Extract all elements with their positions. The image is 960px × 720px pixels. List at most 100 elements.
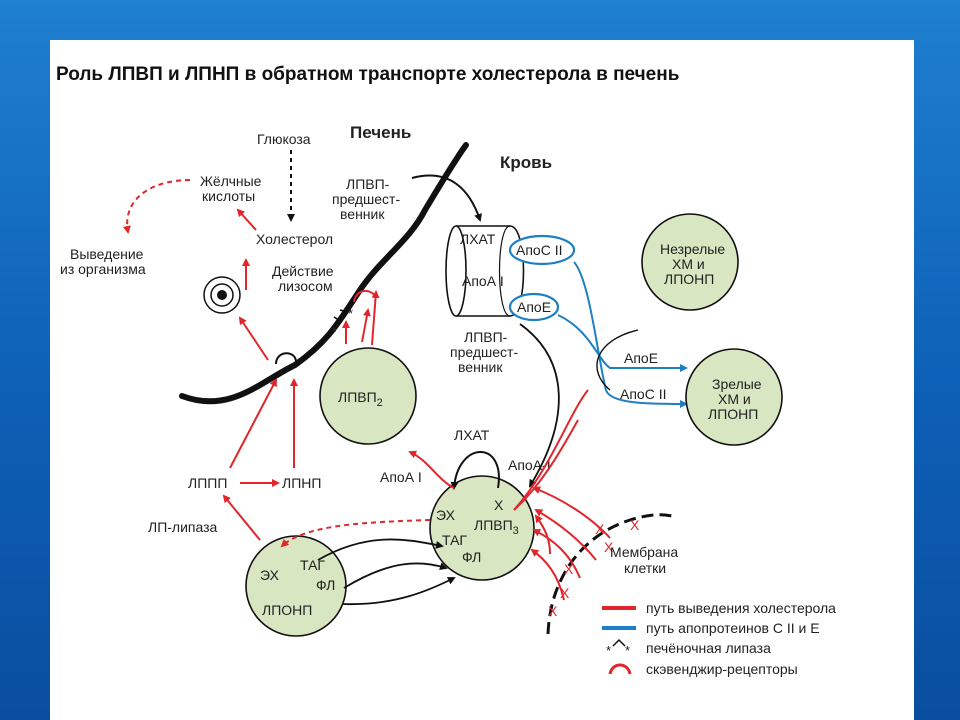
- vldl-ex-label: ЭХ: [260, 567, 280, 583]
- idl-label: ЛППП: [188, 475, 227, 491]
- hdl3-to-hdl2-arrow: [408, 450, 455, 489]
- hdl-precursor-bot-1: ЛПВП-: [464, 329, 508, 345]
- immature-label-3: ЛПОНП: [664, 271, 714, 287]
- legend-lipase-icon: * *: [606, 638, 630, 658]
- cell-membrane: [546, 513, 673, 635]
- hdl3-x-label: Х: [494, 497, 504, 513]
- hdl2-label: ЛПВП2: [338, 389, 383, 409]
- hdl2-uptake-arrow-3: [371, 290, 380, 346]
- hdl3-to-blood-arrow: [513, 419, 579, 511]
- lysosome-label-1: Действие: [272, 263, 334, 279]
- liver-label: Печень: [350, 123, 411, 142]
- hdl-precursor-bot-3: венник: [458, 359, 503, 375]
- membrane-label-1: Мембрана: [610, 544, 678, 560]
- hdl-precursor-bot-2: предшест-: [450, 344, 518, 360]
- efflux-arrow-3: [532, 529, 581, 579]
- x-mark-4: X: [564, 561, 574, 577]
- lysosome-label-2: лизосом: [278, 278, 333, 294]
- excretion-arrow: [122, 179, 191, 234]
- hdl-secretion-arrow: [411, 174, 482, 222]
- maturation-line: [596, 329, 639, 391]
- mature-cm-vldl-particle: [685, 348, 783, 446]
- membrane-label-2: клетки: [624, 560, 666, 576]
- lcat-disc-label: ЛХАТ: [460, 231, 496, 247]
- apoE-oval: [508, 292, 560, 322]
- apoC2-transfer-arrow: [573, 261, 688, 408]
- legend-item-3: печёночная липаза: [646, 640, 771, 656]
- hdl3-ex-label: ЭХ: [436, 507, 456, 523]
- legend-item-1: путь выведения холестерола: [646, 600, 836, 616]
- apoA1-disc-label: АпоА I: [462, 273, 504, 289]
- x-mark-1: X: [595, 521, 605, 537]
- legend-item-4: скэвенджир-рецепторы: [646, 661, 798, 677]
- diagram-panel: Роль ЛПВП и ЛПНП в обратном транспорте х…: [50, 40, 914, 720]
- hdl2-uptake-arrow-2: [361, 308, 371, 343]
- legend: путь выведения холестерола путь апопроте…: [602, 600, 836, 677]
- ldl-label: ЛПНП: [282, 475, 321, 491]
- x-mark-5: X: [560, 585, 570, 601]
- pl-transfer-arrow-1: [343, 562, 448, 589]
- apoC2-arrow-label: АпоС II: [620, 386, 666, 402]
- vldl-label: ЛПОНП: [262, 602, 312, 618]
- lcat-loop-label: ЛХАТ: [454, 427, 490, 443]
- hdl-precursor-top-1: ЛПВП-: [346, 176, 390, 192]
- apoA1-left-label: АпоА I: [380, 469, 422, 485]
- ce-transfer-arrow: [280, 519, 431, 548]
- lysosome-icon: [203, 276, 241, 314]
- hdl2-particle: [319, 347, 417, 445]
- cholesterol-label: Холестерол: [256, 231, 333, 247]
- x-mark-6: X: [548, 603, 558, 619]
- mature-label-1: Зрелые: [712, 376, 762, 392]
- apoE-oval-label: АпоЕ: [517, 299, 551, 315]
- legend-item-2: путь апопротеинов С II и Е: [646, 620, 820, 636]
- lp-lipase-label: ЛП-липаза: [148, 519, 218, 535]
- mature-label-3: ЛПОНП: [708, 406, 758, 422]
- hdl3-particle: [429, 475, 535, 581]
- vldl-tag-label: ТАГ: [300, 557, 325, 573]
- hepatic-lipase-marks-icon: [333, 309, 349, 323]
- apoE-arrow-label: АпоЕ: [624, 350, 658, 366]
- bile-acids-label-1: Жёлчные: [200, 173, 262, 189]
- x-mark-2: X: [630, 517, 640, 533]
- efflux-arrow-5: [534, 514, 551, 555]
- slide-title: Роль ЛПВП и ЛПНП в обратном транспорте х…: [56, 64, 680, 85]
- hdl-precursor-top-3: венник: [340, 206, 385, 222]
- blood-label: Кровь: [500, 153, 552, 172]
- efflux-arrow-2: [534, 508, 597, 561]
- x-mark-3: X: [604, 539, 614, 555]
- excretion-label-1: Выведение: [70, 246, 144, 262]
- efflux-main-arrow: [513, 389, 589, 511]
- hdl3-fl-label: ФЛ: [462, 549, 481, 565]
- mature-label-2: ХМ и: [718, 391, 751, 407]
- lipase-star-2: *: [332, 324, 337, 339]
- apoC2-oval: [508, 234, 576, 266]
- apoC2-oval-label: АпоС II: [516, 242, 562, 258]
- immature-label-1: Незрелые: [660, 241, 725, 257]
- vldl-to-idl-arrow: [222, 494, 261, 541]
- disc-to-hdl3-arrow: [519, 323, 560, 488]
- hdl3-tag-label: ТАГ: [442, 532, 467, 548]
- cholesterol-to-bile-arrow: [236, 208, 257, 231]
- efflux-arrow-1: [532, 486, 611, 539]
- hdl-precursor-disc: [445, 225, 525, 317]
- hdl-precursor-top-2: предшест-: [332, 191, 400, 207]
- efflux-arrow-4: [530, 548, 565, 601]
- lipase-star-1: *: [348, 306, 353, 321]
- svg-text:*: *: [625, 643, 630, 658]
- vldl-fl-label: ФЛ: [316, 577, 335, 593]
- glucose-label: Глюкоза: [257, 131, 311, 147]
- diagram-canvas: Печень Кровь Глюкоза Жёлчные кислоты Выв…: [60, 123, 836, 677]
- excretion-label-2: из организма: [60, 261, 146, 277]
- legend-scavenger-icon: [608, 663, 632, 675]
- apoE-transfer-arrow: [557, 314, 688, 372]
- lcat-loop-arrow: [450, 451, 500, 490]
- bile-acids-label-2: кислоты: [202, 188, 255, 204]
- svg-text:*: *: [606, 643, 611, 658]
- tag-transfer-arrow: [317, 538, 444, 561]
- hdl3-label: ЛПВП3: [474, 517, 519, 537]
- immature-cm-vldl-particle: [641, 213, 739, 311]
- uptake-to-lysosome-arrow: [238, 316, 269, 361]
- ldl-receptor-icon: [275, 352, 297, 365]
- pl-transfer-arrow-2: [341, 577, 456, 606]
- idl-uptake-arrow: [229, 378, 277, 469]
